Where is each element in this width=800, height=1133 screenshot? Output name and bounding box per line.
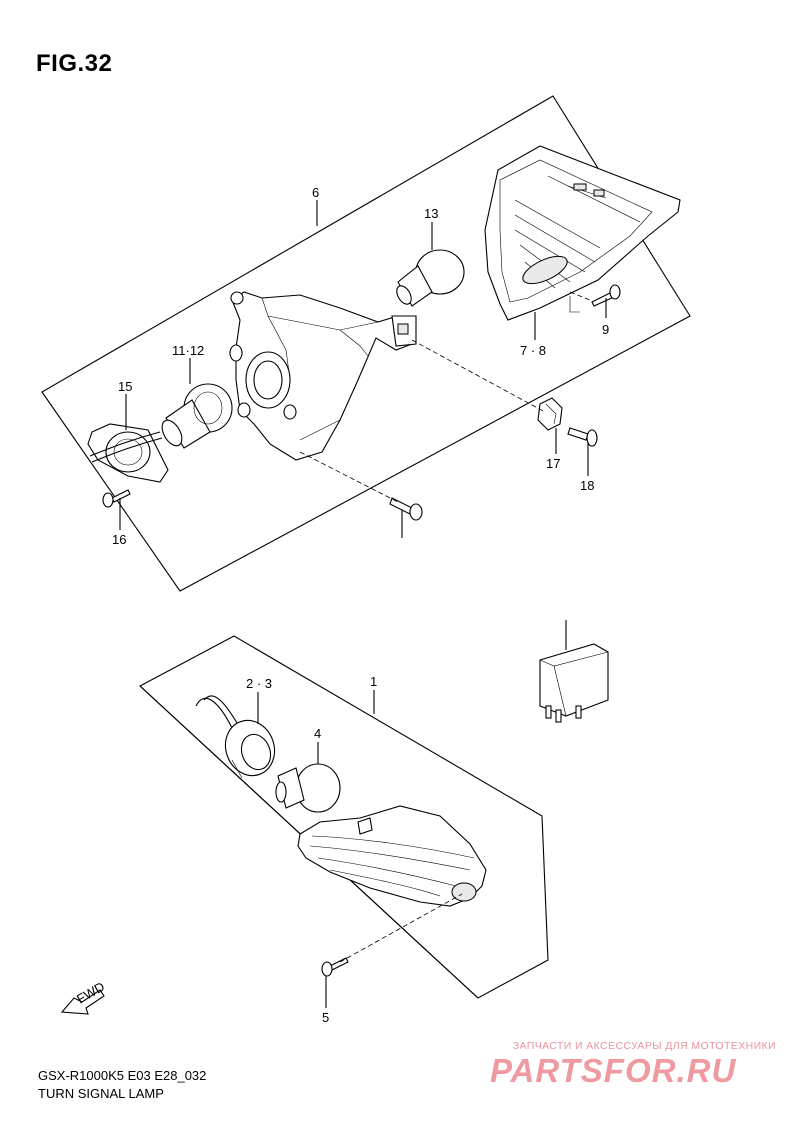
fwd-arrow-icon: FWD <box>60 979 107 1015</box>
socket-11-12 <box>161 383 233 449</box>
nut-15 <box>537 397 563 431</box>
part-label: 4 <box>314 726 321 741</box>
part-label: 11·12 <box>172 343 204 358</box>
align-line <box>299 451 399 503</box>
part-label: 13 <box>424 206 438 221</box>
bulb-4 <box>275 763 341 813</box>
watermark-tagline: ЗАПЧАСТИ И АКСЕССУАРЫ ДЛЯ МОТОТЕХНИКИ <box>512 1040 776 1052</box>
figure-title: FIG.32 <box>36 50 113 77</box>
part-label: 2 · 3 <box>246 676 272 691</box>
screw-14 <box>102 489 131 508</box>
assembly-box-upper <box>41 95 691 592</box>
screw-17 <box>389 497 423 521</box>
bulb-10 <box>396 249 465 307</box>
part-label: 1 <box>370 674 377 689</box>
assembly-box-lower <box>139 635 549 999</box>
part-name: TURN SIGNAL LAMP <box>38 1086 164 1101</box>
screw-16 <box>567 427 598 447</box>
gasket-13 <box>87 423 169 483</box>
align-line <box>569 291 591 301</box>
socket-2-3 <box>195 695 276 779</box>
lamp-housing <box>229 291 417 461</box>
bracket-7-8 <box>569 296 580 313</box>
part-label: 15 <box>118 379 132 394</box>
turn-signal-lens <box>297 805 487 907</box>
flasher-relay-18 <box>539 620 609 723</box>
part-label: 9 <box>602 322 609 337</box>
part-label: 18 <box>580 478 594 493</box>
model-code: GSX-R1000K5 E03 E28_032 <box>38 1068 207 1083</box>
part-label: 17 <box>546 456 560 471</box>
part-label: 7 · 8 <box>520 343 546 358</box>
watermark-brand: PARTSFOR.RU <box>490 1052 737 1089</box>
part-label: 16 <box>112 532 126 547</box>
screw-5 <box>321 957 349 977</box>
align-line <box>411 339 546 413</box>
part-label: 6 <box>312 185 319 200</box>
align-line <box>339 893 463 963</box>
screw-9 <box>591 284 621 307</box>
lens-part <box>484 145 681 321</box>
part-label: 5 <box>322 1010 329 1025</box>
